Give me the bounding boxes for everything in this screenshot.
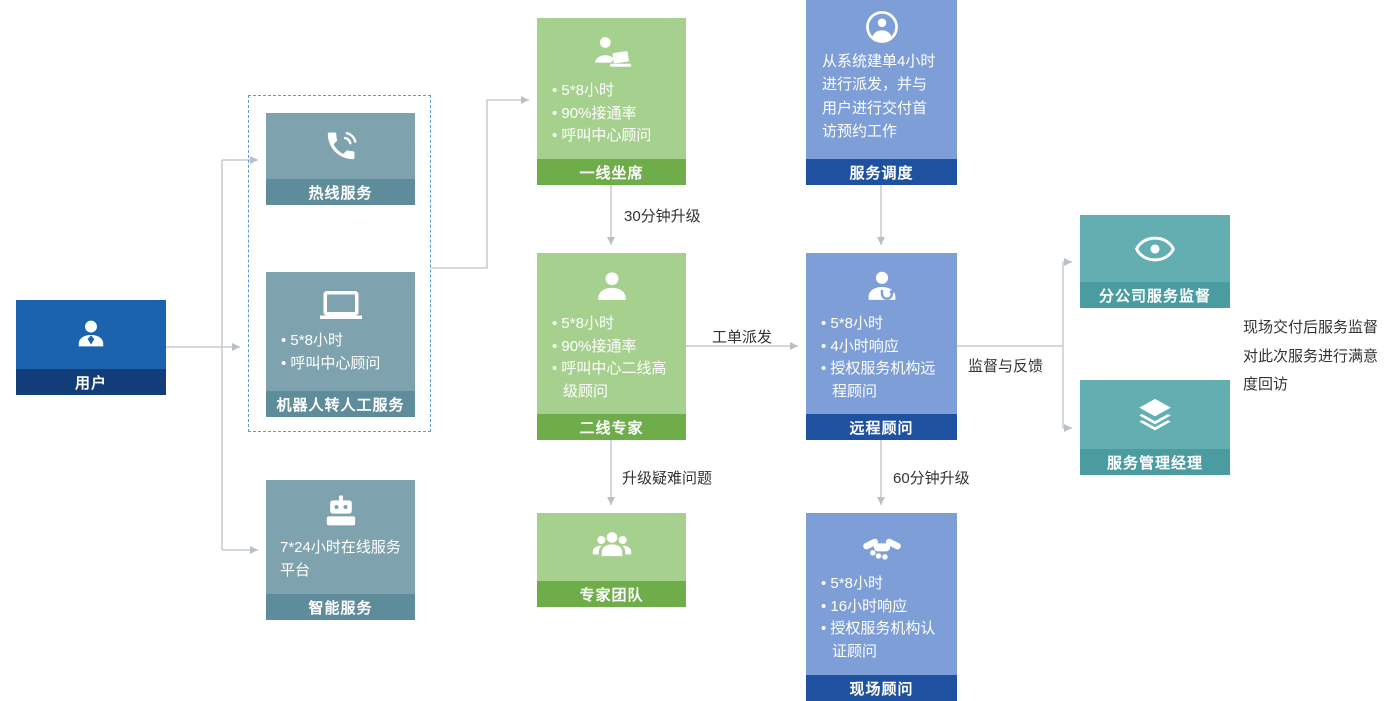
- annotation-satisfaction-callback: 现场交付后服务监督 对此次服务进行满意 度回访: [1243, 314, 1400, 400]
- layers-icon: [1134, 394, 1176, 436]
- node-dispatch-label: 服务调度: [806, 159, 957, 185]
- annotation-line: 对此次服务进行满意: [1243, 347, 1379, 365]
- node-remote-body: 5*8小时 4小时响应 授权服务机构远程顾问: [806, 253, 957, 414]
- bullet: 授权服务机构认证顾问: [821, 618, 949, 663]
- consultant-icon: [860, 265, 904, 309]
- bullet: 90%接通率: [552, 103, 678, 126]
- node-tier2-body: 5*8小时 90%接通率 呼叫中心二线高级顾问: [537, 253, 686, 414]
- bullet: 5*8小时: [552, 80, 678, 103]
- laptop-icon: [319, 284, 362, 326]
- node-dispatch-body: 从系统建单4小时进行派发，并与用户进行交付首访预约工作: [806, 0, 957, 159]
- hotline-robot-group-frame: [248, 95, 431, 432]
- node-tier2-label: 二线专家: [537, 414, 686, 440]
- node-hotline-label: 热线服务: [266, 179, 415, 205]
- node-onsite-body: 5*8小时 16小时响应 授权服务机构认证顾问: [806, 513, 957, 675]
- node-hotline-body: [266, 113, 415, 179]
- person-icon: [590, 265, 634, 309]
- node-smart-service: 7*24小时在线服务平台 智能服务: [266, 480, 415, 620]
- node-smart-service-label: 智能服务: [266, 594, 415, 620]
- node-service-manager-body: [1080, 380, 1230, 449]
- node-user-body: [16, 300, 166, 369]
- node-branch-supervision: 分公司服务监督: [1080, 215, 1230, 308]
- node-tier1: 5*8小时 90%接通率 呼叫中心顾问 一线坐席: [537, 18, 686, 185]
- bullet: 呼叫中心二线高级顾问: [552, 358, 678, 403]
- node-robot-service-label: 机器人转人工服务: [266, 391, 415, 417]
- node-robot-service: 5*8小时 呼叫中心顾问 机器人转人工服务: [266, 272, 415, 417]
- robot-icon: [321, 492, 361, 532]
- node-robot-service-body: 5*8小时 呼叫中心顾问: [266, 272, 415, 391]
- edge-label-60min-upgrade: 60分钟升级: [893, 470, 970, 487]
- handshake-icon: [860, 525, 904, 569]
- node-smart-service-body: 7*24小时在线服务平台: [266, 480, 415, 594]
- bullet: 90%接通率: [552, 336, 678, 359]
- bullet: 呼叫中心顾问: [552, 125, 678, 148]
- node-service-manager: 服务管理经理: [1080, 380, 1230, 475]
- bullet: 5*8小时: [552, 313, 678, 336]
- node-user-label: 用户: [16, 369, 166, 395]
- support-agent-icon: [70, 314, 112, 356]
- node-dispatch-desc: 从系统建单4小时进行派发，并与用户进行交付首访预约工作: [822, 53, 936, 140]
- bullet: 16小时响应: [821, 596, 949, 619]
- node-hotline: 热线服务: [266, 113, 415, 205]
- annotation-line: 度回访: [1243, 376, 1289, 393]
- node-onsite-bullets: 5*8小时 16小时响应 授权服务机构认证顾问: [806, 569, 957, 669]
- node-robot-service-bullets: 5*8小时 呼叫中心顾问: [266, 326, 415, 381]
- node-remote-bullets: 5*8小时 4小时响应 授权服务机构远程顾问: [806, 309, 957, 409]
- edge-label-escalate-difficult: 升级疑难问题: [622, 470, 712, 487]
- node-remote-label: 远程顾问: [806, 414, 957, 440]
- node-user: 用户: [16, 300, 166, 395]
- node-tier1-label: 一线坐席: [537, 159, 686, 185]
- headset-agent-icon: [863, 8, 901, 46]
- group-icon: [590, 525, 634, 569]
- agent-desk-icon: [589, 30, 635, 76]
- bullet: 授权服务机构远程顾问: [821, 358, 949, 403]
- node-tier2-bullets: 5*8小时 90%接通率 呼叫中心二线高级顾问: [537, 309, 686, 409]
- bullet: 5*8小时: [821, 573, 949, 596]
- bullet: 5*8小时: [821, 313, 949, 336]
- edge-label-supervision-feedback: 监督与反馈: [968, 358, 1043, 375]
- node-dispatch: 从系统建单4小时进行派发，并与用户进行交付首访预约工作 服务调度: [806, 0, 957, 185]
- node-branch-supervision-label: 分公司服务监督: [1080, 282, 1230, 308]
- node-branch-supervision-body: [1080, 215, 1230, 282]
- node-smart-service-desc: 7*24小时在线服务平台: [280, 539, 401, 580]
- node-service-manager-label: 服务管理经理: [1080, 449, 1230, 475]
- node-onsite-label: 现场顾问: [806, 675, 957, 701]
- bullet: 4小时响应: [821, 336, 949, 359]
- phone-icon: [322, 127, 360, 165]
- bullet: 5*8小时: [281, 330, 407, 353]
- edge-label-30min-upgrade: 30分钟升级: [624, 208, 701, 225]
- node-tier1-bullets: 5*8小时 90%接通率 呼叫中心顾问: [537, 76, 686, 154]
- node-experts: 专家团队: [537, 513, 686, 607]
- edge-label-ticket-dispatch: 工单派发: [712, 329, 772, 346]
- node-tier1-body: 5*8小时 90%接通率 呼叫中心顾问: [537, 18, 686, 159]
- annotation-line: 现场交付后服务监督: [1243, 319, 1379, 336]
- bullet: 呼叫中心顾问: [281, 353, 407, 376]
- node-remote: 5*8小时 4小时响应 授权服务机构远程顾问 远程顾问: [806, 253, 957, 440]
- node-onsite: 5*8小时 16小时响应 授权服务机构认证顾问 现场顾问: [806, 513, 957, 701]
- node-experts-label: 专家团队: [537, 581, 686, 607]
- node-experts-body: [537, 513, 686, 581]
- arrow-group-to-tier1: [431, 95, 529, 269]
- node-tier2: 5*8小时 90%接通率 呼叫中心二线高级顾问 二线专家: [537, 253, 686, 440]
- eye-icon: [1134, 228, 1176, 270]
